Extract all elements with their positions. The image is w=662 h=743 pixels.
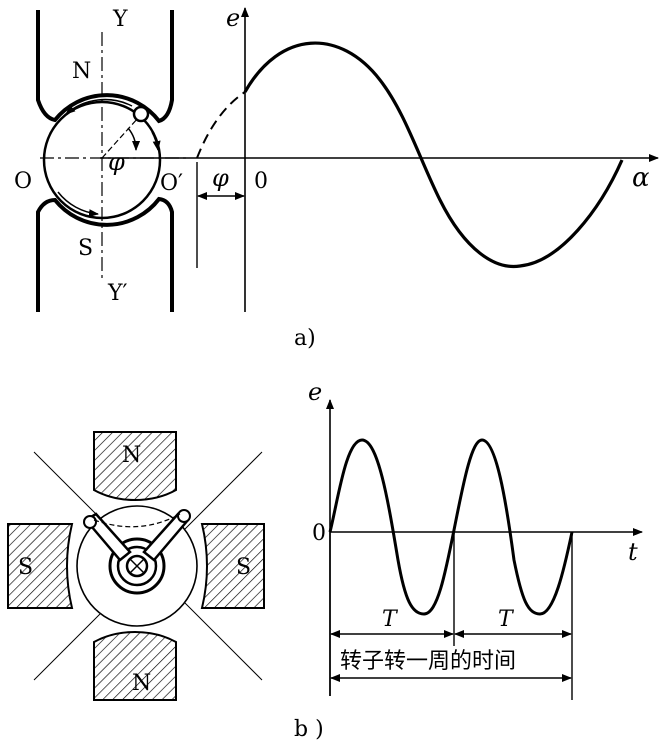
south-pole-left xyxy=(7,523,74,609)
phi-offset-label: φ xyxy=(212,164,229,192)
phi-rotor-label: φ xyxy=(108,148,125,176)
t-axis-label: t xyxy=(628,538,638,566)
north-pole-bottom xyxy=(93,630,177,701)
emf-wave-dashed xyxy=(196,91,246,159)
e-axis-label: e xyxy=(226,4,240,32)
label-o-prime: O′ xyxy=(160,171,183,196)
label-o: O xyxy=(14,169,32,194)
end-connection-dashed xyxy=(93,513,181,528)
pole-label-n-bottom: N xyxy=(132,671,151,696)
panel-a: N S Y Y′ O O′ φ e α 0 φ a) xyxy=(14,4,659,351)
caption-b: b ) xyxy=(294,717,324,742)
north-pole-top xyxy=(93,431,177,502)
origin-label-b: 0 xyxy=(312,521,326,546)
caption-a: a) xyxy=(294,326,316,351)
rotor-ring-2 xyxy=(116,545,158,587)
alpha-axis-label: α xyxy=(632,163,650,193)
conductor-right-icon xyxy=(177,509,191,523)
conductor-left-icon xyxy=(83,515,97,529)
pole-label-s-left: S xyxy=(18,555,33,580)
rotation-arrow-bottom xyxy=(57,191,99,218)
panel-b: N N S S e t 0 T T 转子转一周的时间 b ) xyxy=(7,378,643,742)
rotor-ring-1 xyxy=(108,537,166,595)
rotor-hub xyxy=(125,554,149,578)
emf-wave-a xyxy=(243,41,624,269)
rotation-arrow-right xyxy=(151,131,161,151)
pole-label-n-top: N xyxy=(122,443,141,468)
conductor-icon xyxy=(132,105,150,123)
period-label-2: T xyxy=(498,607,515,632)
south-pole-shoe xyxy=(36,196,174,312)
south-pole-right xyxy=(200,523,265,609)
e-axis-label-b: e xyxy=(308,378,322,406)
origin-label-a: 0 xyxy=(254,169,268,194)
rotation-arrow-top xyxy=(65,98,133,115)
pole-label-n: N xyxy=(72,59,91,84)
emf-wave-b xyxy=(328,438,574,616)
period-label-1: T xyxy=(382,607,399,632)
label-y-prime: Y′ xyxy=(107,281,128,306)
phi-angle-arc xyxy=(127,127,141,151)
pole-label-s-right: S xyxy=(236,555,251,580)
hub-cross-2 xyxy=(129,558,145,574)
revolution-label: 转子转一周的时间 xyxy=(340,649,516,674)
pole-label-s: S xyxy=(78,236,93,261)
north-pole-shoe xyxy=(36,10,174,124)
label-y: Y xyxy=(112,7,128,32)
